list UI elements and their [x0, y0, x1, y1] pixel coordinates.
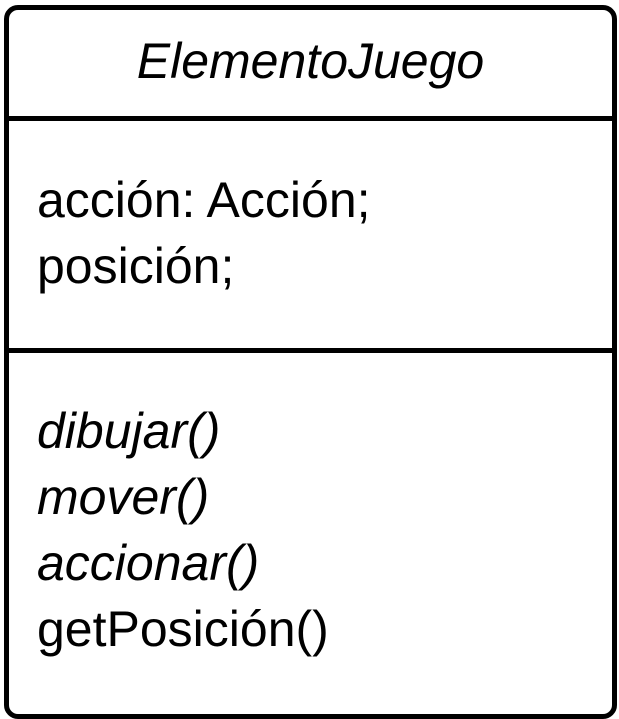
class-name-compartment: ElementoJuego	[9, 10, 612, 116]
method-accionar: accionar()	[37, 535, 260, 591]
class-name: ElementoJuego	[136, 33, 485, 89]
attributes-compartment: acción: Acción; posición;	[9, 121, 612, 348]
attribute-accion: acción: Acción;	[37, 172, 371, 228]
attribute-posicion: posición;	[37, 238, 235, 294]
method-get-posicion: getPosición()	[37, 601, 329, 657]
compartment-divider	[9, 116, 612, 121]
method-dibujar: dibujar()	[37, 403, 221, 459]
methods-compartment: dibujar() mover() accionar() getPosición…	[9, 353, 612, 714]
method-mover: mover()	[37, 469, 210, 525]
uml-class-box: ElementoJuego acción: Acción; posición; …	[4, 5, 617, 719]
compartment-divider	[9, 348, 612, 353]
